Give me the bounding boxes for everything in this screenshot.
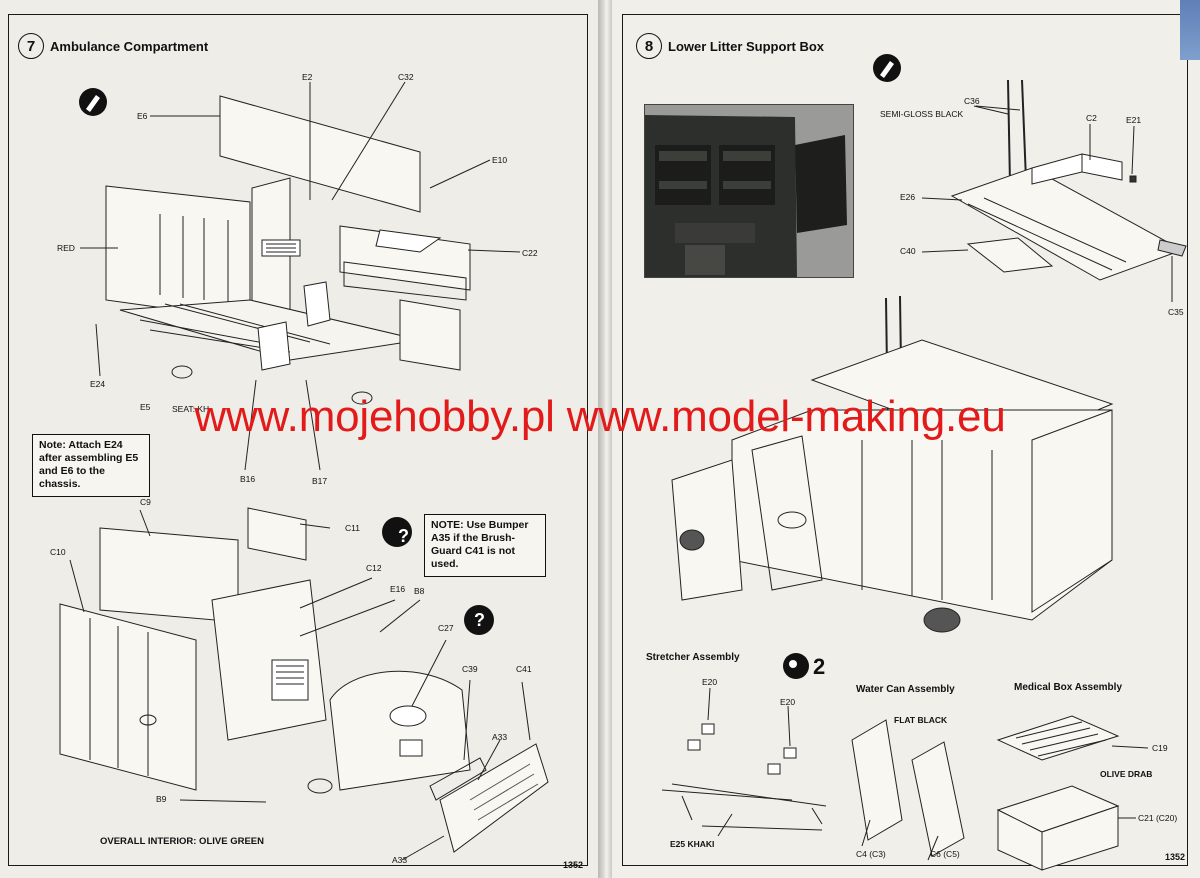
right-page-frame [622,14,1188,866]
page-number: 1352 [563,860,584,870]
book-gutter [598,0,612,878]
part-label: C6 (C5) [930,849,960,859]
step-8-header: 8 Lower Litter Support Box [636,33,824,59]
paint-callout: SEMI-GLOSS BLACK [880,109,964,119]
paint-callout: OLIVE DRAB [1100,769,1153,779]
help-icon: ? [474,610,485,630]
medical-box-assembly-title: Medical Box Assembly [1014,682,1123,693]
part-label: C36 [964,96,980,106]
part-label: C9 [140,497,151,507]
part-label: E2 [302,72,313,82]
step-title: Ambulance Compartment [50,38,209,54]
part-label: C35 [1168,307,1184,317]
left-page-frame [8,14,588,866]
part-label: E5 [140,402,151,412]
ambulance-compartment-diagram [59,81,549,861]
part-label: E20 [702,677,718,687]
part-label: A33 [492,732,508,742]
part-label: E25 KHAKI [670,839,715,849]
part-label: C39 [462,664,478,674]
part-label: E26 [900,192,916,202]
step-title: Lower Litter Support Box [668,38,824,54]
left-instruction-page: 7 Ambulance Compartment [0,0,598,878]
part-label: B17 [312,476,328,486]
step-number: 7 [18,33,44,59]
part-label: E16 [390,584,406,594]
page-number: 1352 [1165,852,1186,862]
part-label: C19 [1152,743,1168,753]
water-can-assembly-title: Water Can Assembly [856,684,955,695]
watermark-text: www.mojehobby.pl www.model-making.eu [194,392,1006,441]
part-label: B8 [414,586,425,596]
reference-photo [644,104,854,278]
part-label: RED [57,243,75,253]
note-bumper: NOTE: Use Bumper A35 if the Brush-Guard … [424,514,546,577]
part-label: E20 [780,697,796,707]
part-label: C32 [398,72,414,82]
part-label: C41 [516,664,532,674]
step-7-header: 7 Ambulance Compartment [18,33,208,59]
part-label: C4 (C3) [856,849,886,859]
part-label: E6 [137,111,148,121]
paint-callout: FLAT BLACK [894,715,948,725]
part-label: E10 [492,155,508,165]
part-label: A33 [392,855,408,865]
part-label: C12 [366,563,382,573]
part-label: C21 (C20) [1138,813,1178,823]
part-label: C10 [50,547,66,557]
part-label: C27 [438,623,454,633]
part-label: B9 [156,794,167,804]
part-label: SEAT: KH [172,404,210,414]
part-label: E24 [90,379,106,389]
interior-color-note: OVERALL INTERIOR: OLIVE GREEN [100,836,264,847]
note-attach-e24: Note: Attach E24 after assembling E5 and… [32,434,150,497]
blue-background-edge [1180,0,1200,60]
part-label: B16 [240,474,256,484]
quantity-multiplier: 2 [813,654,826,679]
lower-litter-support-diagram [661,54,1187,871]
part-label: C11 [345,523,360,533]
part-label: C2 [1086,113,1097,123]
part-label: C40 [900,246,916,256]
help-icon: ? [398,526,409,546]
step-number: 8 [636,33,662,59]
right-instruction-page: 8 Lower Litter Support Box [612,0,1200,878]
part-label: C22 [522,248,538,258]
part-label: E21 [1126,115,1142,125]
stretcher-assembly-title: Stretcher Assembly [646,652,740,663]
